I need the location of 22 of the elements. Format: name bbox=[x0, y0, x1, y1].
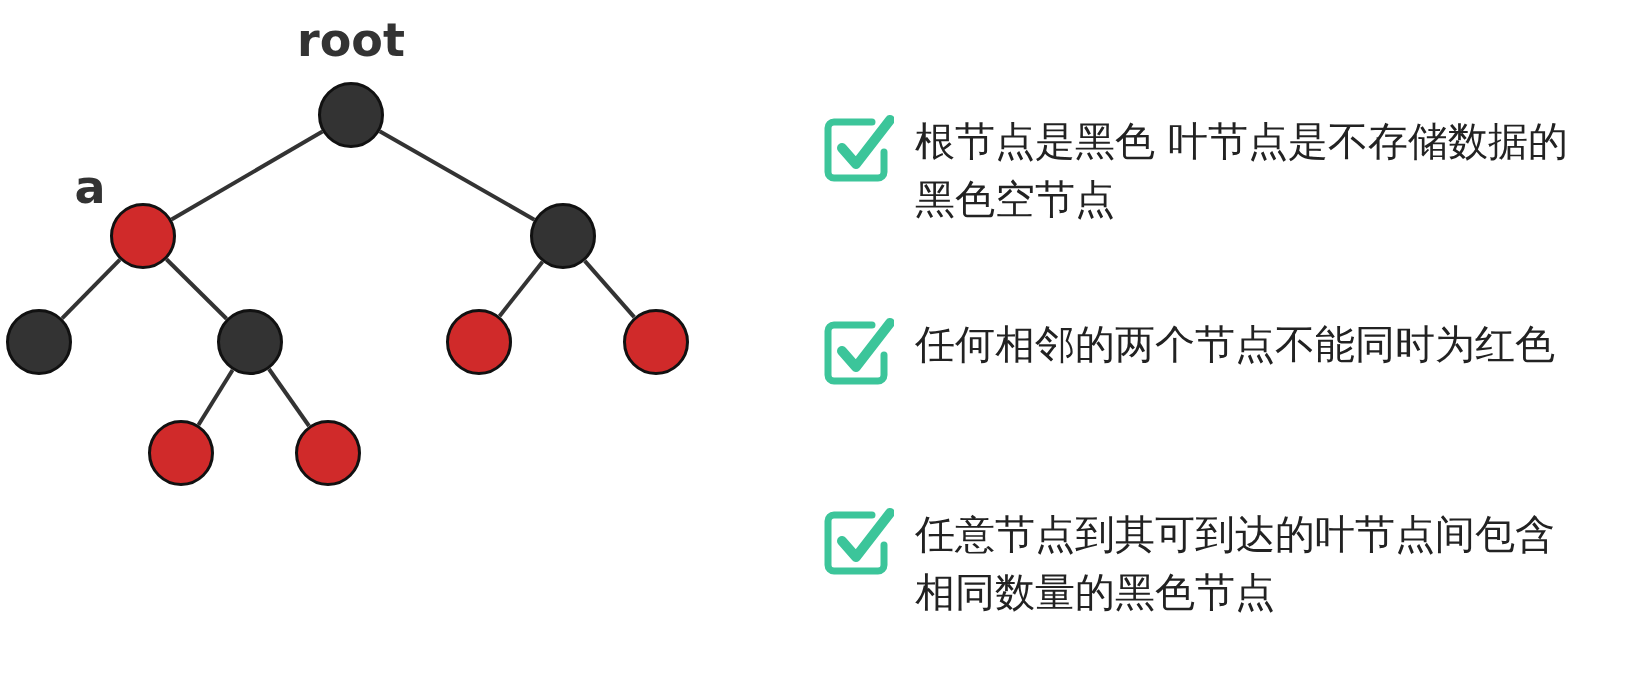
rule-text: 任何相邻的两个节点不能同时为红色 bbox=[915, 320, 1556, 369]
tree-node-circle bbox=[6, 309, 72, 375]
tree-edge-line bbox=[170, 129, 324, 222]
rule-text: 任意节点到其可到达的叶节点间包含相同数量的黑色节点 bbox=[915, 510, 1556, 617]
tree-node-circle bbox=[318, 82, 384, 148]
node-label: a bbox=[74, 164, 106, 210]
tree-edge-line bbox=[165, 257, 228, 321]
tree-edge-line bbox=[378, 129, 536, 222]
rule-text: 根节点是黑色 叶节点是不存储数据的黑色空节点 bbox=[915, 117, 1569, 224]
tree-node-circle bbox=[530, 203, 596, 269]
tree-node-circle bbox=[217, 309, 283, 375]
tree-node-circle bbox=[623, 309, 689, 375]
tree-edge-line bbox=[267, 367, 311, 428]
tree-edge-line bbox=[583, 259, 636, 319]
tree-edge-line bbox=[60, 258, 122, 320]
tree-node-circle bbox=[110, 203, 176, 269]
tree-node-circle bbox=[148, 420, 214, 486]
tree-edge-line bbox=[196, 368, 235, 427]
tree-node-circle bbox=[295, 420, 361, 486]
node-label: root bbox=[297, 17, 405, 63]
tree-edge-line bbox=[497, 260, 545, 318]
tree-node-circle bbox=[446, 309, 512, 375]
